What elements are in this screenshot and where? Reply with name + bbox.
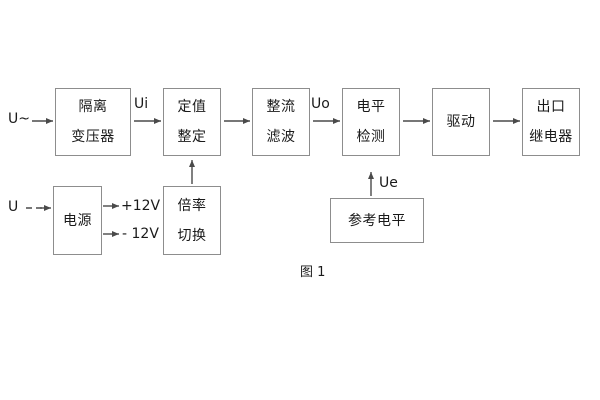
label-rail-negative: - 12V [122,226,159,242]
label-signal-ui: Ui [134,96,149,112]
block-power-supply-line-1: 电源 [63,212,92,229]
block-setting-value-line-1: 定值 [177,99,207,115]
block-isolation-transformer-line-2: 变压器 [71,129,115,145]
label-signal-ue: Ue [379,175,398,191]
block-reference-level-line-1: 参考电平 [348,212,406,229]
block-rectify-filter[interactable]: 整流 滤波 [252,88,310,156]
label-input-dc: U [8,199,19,215]
block-level-detection[interactable]: 电平 检测 [342,88,400,156]
block-output-relay[interactable]: 出口 继电器 [522,88,580,156]
block-rectify-filter-line-2: 滤波 [266,129,296,145]
block-multiplier-switch[interactable]: 倍率 切换 [163,186,221,255]
block-output-relay-line-1: 出口 [536,99,566,115]
block-drive-line-1: 驱动 [446,114,476,130]
block-output-relay-line-2: 继电器 [529,129,573,145]
block-isolation-transformer[interactable]: 隔离 变压器 [55,88,131,156]
block-power-supply[interactable]: 电源 [53,186,102,255]
block-level-detection-line-1: 电平 [356,99,386,115]
block-rectify-filter-line-1: 整流 [266,99,296,115]
figure-caption: 图 1 [300,265,326,280]
block-drive[interactable]: 驱动 [432,88,490,156]
block-multiplier-switch-line-1: 倍率 [177,197,207,214]
block-setting-value-line-2: 整定 [177,129,207,145]
label-input-ac: U~ [8,111,30,127]
block-setting-value[interactable]: 定值 整定 [163,88,221,156]
label-signal-uo: Uo [311,96,330,112]
block-reference-level[interactable]: 参考电平 [330,198,424,243]
block-isolation-transformer-line-1: 隔离 [78,99,108,115]
block-multiplier-switch-line-2: 切换 [177,227,207,244]
block-level-detection-line-2: 检测 [356,129,386,145]
label-rail-positive: +12V [121,198,161,214]
